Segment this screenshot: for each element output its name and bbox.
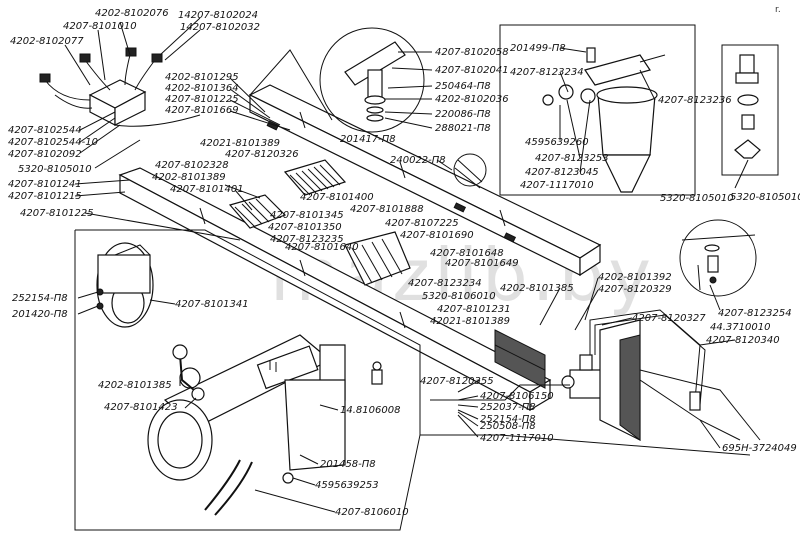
- label-part: 4207-8120355: [420, 376, 494, 387]
- label-part: 4207-8101649: [445, 258, 519, 269]
- label-part: 4207-1117010: [520, 180, 594, 191]
- label-part: 4207-8102544: [8, 125, 82, 136]
- label-part: 4202-8102036: [435, 94, 509, 105]
- label-part: 5320-8106010: [422, 291, 496, 302]
- label-part: 220086-П8: [435, 109, 491, 120]
- label-part: 252154-П8: [12, 293, 68, 304]
- label-part: 4207-8102092: [8, 149, 82, 160]
- label-part: 4207-8101669: [165, 105, 239, 116]
- label-part: 4207-8123045: [525, 167, 599, 178]
- label-part: 4207-8123235: [270, 234, 344, 245]
- label-part: 44.3710010: [710, 322, 770, 333]
- label-part: 4202-8101385: [500, 283, 574, 294]
- label-part: 42021-8101389: [430, 316, 510, 327]
- label-part: 4202-8101392: [598, 272, 672, 283]
- label-part: 4207-8123236: [658, 95, 732, 106]
- label-part: 4207-8101225: [20, 208, 94, 219]
- label-part: 42021-8101389: [200, 138, 280, 149]
- radiator-lower: [228, 194, 287, 229]
- label-part: 4202-8101389: [152, 172, 226, 183]
- label-part: 4207-8101423: [104, 402, 178, 413]
- control-unit: [39, 47, 201, 127]
- label-part: 14.8106008: [340, 405, 400, 416]
- label-part: 4207-8123234: [408, 278, 482, 289]
- label-part: 201420-П8: [12, 309, 68, 320]
- label-part: 4207-8123253: [535, 153, 609, 164]
- label-part: 4595639260: [525, 137, 589, 148]
- label-part: 5320-8105010: [730, 192, 800, 203]
- part-labels: 4202-8102076 4207-8101010 4202-8102077 1…: [8, 8, 800, 518]
- leader-lines: [64, 17, 749, 513]
- label-part: 4207-8101215: [8, 191, 82, 202]
- pipe-fitting: [172, 344, 205, 401]
- detail-circle-right: [679, 219, 757, 297]
- label-part: 4207-8106010: [335, 507, 409, 518]
- label-part: 4202-8102076: [95, 8, 169, 19]
- label-part: 4207-8101401: [170, 184, 244, 195]
- label-part: 4207-8102544-10: [8, 137, 98, 148]
- heater-unit: [147, 334, 346, 516]
- label-part: 4207-8101241: [8, 179, 82, 190]
- label-part: 250508-П8: [480, 421, 536, 432]
- label-part: 5320-8105010: [660, 193, 734, 204]
- connector-clip: [371, 361, 383, 385]
- label-part: 201458-П8: [320, 459, 376, 470]
- label-part: 4207-8102041: [435, 65, 509, 76]
- label-part: 4207-1117010: [480, 433, 554, 444]
- label-part: 4207-8120326: [225, 149, 299, 160]
- filter-box: [499, 24, 696, 196]
- label-part: 4207-8101648: [430, 248, 504, 259]
- fuel-pump: [561, 319, 641, 441]
- label-part: 4207-8101350: [268, 222, 342, 233]
- fan-motor: [96, 242, 154, 328]
- label-part: 4202-8101364: [165, 83, 239, 94]
- lower-air-duct: [118, 167, 552, 412]
- label-part: 4207-8101640: [285, 242, 359, 253]
- label-part: 4207-8101345: [270, 210, 344, 221]
- label-part: 4207-8101225: [165, 94, 239, 105]
- label-part: 4207-8101010: [63, 21, 137, 32]
- label-part: 4202-8101295: [165, 72, 239, 83]
- label-part: 14207-8102032: [180, 22, 260, 33]
- label-part: 4207-8101231: [437, 304, 511, 315]
- label-part: 4207-8101400: [300, 192, 374, 203]
- label-part: 4207-8106150: [480, 391, 554, 402]
- label-part: 4207-8101690: [400, 230, 474, 241]
- label-part: 695Н-3724049: [722, 443, 797, 454]
- label-part: 250464-П8: [435, 81, 491, 92]
- detail-circle-small: [453, 153, 487, 189]
- label-part: 4207-8120329: [598, 284, 672, 295]
- radiator-upper: [283, 159, 347, 196]
- label-part: 252154-П8: [480, 414, 536, 425]
- detail-box-right: [721, 44, 779, 176]
- label-part: 4207-8101888: [350, 204, 424, 215]
- label-part: 201499-П8: [510, 43, 566, 54]
- label-part: 240022-П8: [390, 155, 446, 166]
- label-part: 4207-8120340: [706, 335, 780, 346]
- label-part: 4207-8107225: [385, 218, 459, 229]
- label-part: 4207-8120327: [632, 313, 706, 324]
- label-part: 14207-8102024: [178, 10, 258, 21]
- radiator-middle: [344, 231, 411, 286]
- detail-circle-top: [249, 27, 425, 133]
- label-part: 288021-П8: [435, 123, 491, 134]
- label-part: 4202-8102077: [10, 36, 84, 47]
- label-part: 5320-8105010: [18, 164, 92, 175]
- corner-mark: r.: [775, 5, 781, 15]
- label-part: 4207-8123254: [718, 308, 792, 319]
- label-part: 201417-П8: [340, 134, 396, 145]
- label-part: 4202-8101385: [98, 380, 172, 391]
- label-part: 4207-8123234: [510, 67, 584, 78]
- label-part: 4207-8102328: [155, 160, 229, 171]
- label-part: 4207-8101341: [175, 299, 249, 310]
- label-part: 4595639253: [315, 480, 379, 491]
- label-part: 252037-П8: [480, 402, 536, 413]
- label-part: 4207-8102058: [435, 47, 509, 58]
